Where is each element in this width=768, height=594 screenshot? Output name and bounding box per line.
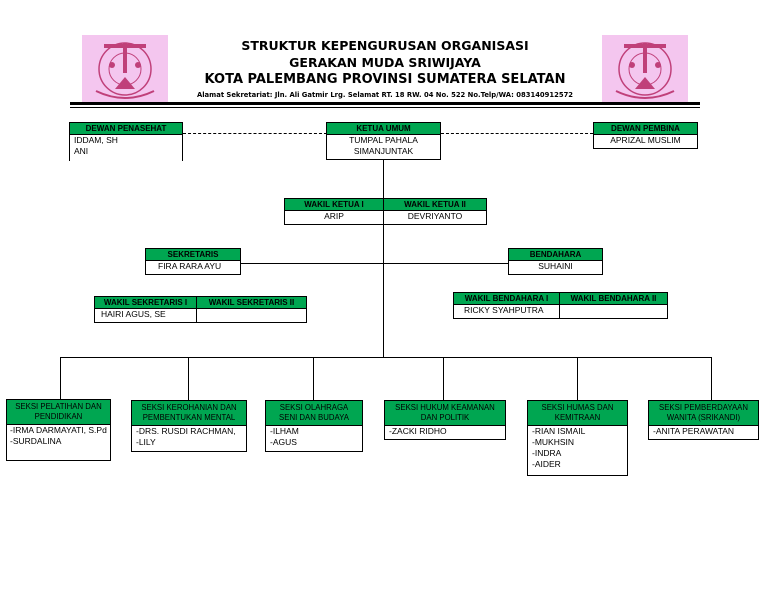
- node-ketua-umum: KETUA UMUM TUMPAL PAHALA SIMANJUNTAK: [326, 122, 441, 160]
- member-name: -DRS. RUSDI RACHMAN,: [136, 426, 236, 436]
- address-line: Alamat Sekretariat: Jln. Ali Gatmir Lrg.…: [196, 91, 574, 99]
- node-members: HAIRI AGUS, SE: [94, 309, 197, 323]
- node-dewan-penasehat: DEWAN PENASEHAT IDDAM, SH ANI: [69, 122, 183, 161]
- node-title: KETUA UMUM: [326, 122, 441, 135]
- header-rule-thick: [70, 102, 700, 105]
- node-sekretaris: SEKRETARIS FIRA RARA AYU: [145, 248, 241, 275]
- node-bendahara: BENDAHARA SUHAINI: [508, 248, 603, 275]
- logo-left: [82, 35, 168, 103]
- member-name: -RIAN ISMAIL: [532, 426, 586, 436]
- node-members: IDDAM, SH ANI: [69, 135, 183, 161]
- node-title: WAKIL KETUA II: [383, 198, 487, 211]
- node-wakil-sekretaris-1: WAKIL SEKRETARIS I HAIRI AGUS, SE: [94, 296, 197, 323]
- connector-seksi-3: [313, 357, 314, 400]
- member-name: SIMANJUNTAK: [353, 146, 414, 156]
- organization-emblem-icon: [95, 42, 155, 99]
- node-seksi-kerohanian: SEKSI KEROHANIAN DAN PEMBENTUKAN MENTAL …: [131, 400, 247, 452]
- member-name: -INDRA: [532, 448, 562, 458]
- organization-emblem-icon: [615, 42, 675, 99]
- member-name: APRIZAL MUSLIM: [610, 135, 681, 145]
- member-name: DEVRIYANTO: [407, 211, 463, 221]
- member-name: -AIDER: [532, 459, 561, 469]
- node-members: -IRMA DARMAYATI, S.Pd -SURDALINA: [6, 425, 111, 461]
- node-seksi-humas: SEKSI HUMAS DAN KEMITRAAN -RIAN ISMAIL -…: [527, 400, 628, 476]
- connector-pembina: [441, 133, 593, 134]
- node-members: SUHAINI: [508, 261, 603, 275]
- member-name: -ILHAM: [270, 426, 299, 436]
- logo-right: [602, 35, 688, 103]
- title-line-1: STRUKTUR KEPENGURUSAN ORGANISASI: [241, 38, 529, 53]
- node-wakil-bendahara-2: WAKIL BENDAHARA II: [559, 292, 668, 319]
- member-name: -SURDALINA: [10, 436, 62, 446]
- node-title: SEKSI HUMAS DAN KEMITRAAN: [527, 400, 628, 426]
- node-members: -ANITA PERAWATAN: [648, 426, 759, 440]
- node-seksi-hukum: SEKSI HUKUM KEAMANAN DAN POLITIK -ZACKI …: [384, 400, 506, 440]
- node-title: SEKSI PELATIHAN DAN PENDIDIKAN: [6, 399, 111, 425]
- node-members: DEVRIYANTO: [383, 211, 487, 225]
- node-members: TUMPAL PAHALA SIMANJUNTAK: [326, 135, 441, 160]
- member-name: SUHAINI: [538, 261, 573, 271]
- node-wakil-sekretaris-2: WAKIL SEKRETARIS II: [196, 296, 307, 323]
- node-members: APRIZAL MUSLIM: [593, 135, 698, 149]
- node-members: FIRA RARA AYU: [145, 261, 241, 275]
- node-title: WAKIL KETUA I: [284, 198, 384, 211]
- connector-seksi-4: [443, 357, 444, 400]
- node-members: [196, 309, 307, 323]
- node-seksi-pemberdayaan: SEKSI PEMBERDAYAAN WANITA (SRIKANDI) -AN…: [648, 400, 759, 440]
- member-name: -LILY: [136, 437, 156, 447]
- member-name: RICKY SYAHPUTRA: [464, 305, 544, 315]
- node-wakil-ketua-2: WAKIL KETUA II DEVRIYANTO: [383, 198, 487, 225]
- connector-seksi-bar: [60, 357, 711, 358]
- member-name: -ZACKI RIDHO: [389, 426, 447, 436]
- node-title: SEKSI PEMBERDAYAAN WANITA (SRIKANDI): [648, 400, 759, 426]
- node-members: -ZACKI RIDHO: [384, 426, 506, 440]
- node-title: WAKIL BENDAHARA I: [453, 292, 560, 305]
- node-title: WAKIL SEKRETARIS I: [94, 296, 197, 309]
- node-title: SEKSI KEROHANIAN DAN PEMBENTUKAN MENTAL: [131, 400, 247, 426]
- node-members: ARIP: [284, 211, 384, 225]
- node-wakil-ketua-1: WAKIL KETUA I ARIP: [284, 198, 384, 225]
- node-members: RICKY SYAHPUTRA: [453, 305, 560, 319]
- node-title: SEKSI HUKUM KEAMANAN DAN POLITIK: [384, 400, 506, 426]
- title-line-3: KOTA PALEMBANG PROVINSI SUMATERA SELATAN: [204, 72, 566, 87]
- member-name: -ANITA PERAWATAN: [653, 426, 735, 436]
- header-rule-thin: [70, 107, 700, 108]
- connector-seksi-5: [577, 357, 578, 400]
- member-name: ANI: [74, 146, 89, 156]
- member-name: FIRA RARA AYU: [158, 261, 222, 271]
- connector-seksi-1: [60, 357, 61, 399]
- node-seksi-olahraga: SEKSI OLAHRAGA SENI DAN BUDAYA -ILHAM -A…: [265, 400, 363, 452]
- node-title: BENDAHARA: [508, 248, 603, 261]
- node-title: DEWAN PENASEHAT: [69, 122, 183, 135]
- node-members: -RIAN ISMAIL -MUKHSIN -INDRA -AIDER: [527, 426, 628, 476]
- connector-main-vertical: [383, 160, 384, 358]
- connector-seksi-6: [711, 357, 712, 400]
- node-title: WAKIL SEKRETARIS II: [196, 296, 307, 309]
- member-name: TUMPAL PAHALA: [349, 135, 418, 145]
- node-members: -DRS. RUSDI RACHMAN, -LILY: [131, 426, 247, 452]
- connector-penasehat: [183, 133, 327, 134]
- node-title: SEKRETARIS: [145, 248, 241, 261]
- connector-sekretaris-bendahara: [240, 263, 508, 264]
- member-name: ARIP: [324, 211, 344, 221]
- node-dewan-pembina: DEWAN PEMBINA APRIZAL MUSLIM: [593, 122, 698, 149]
- node-members: -ILHAM -AGUS: [265, 426, 363, 452]
- member-name: -AGUS: [270, 437, 297, 447]
- member-name: HAIRI AGUS, SE: [101, 309, 166, 319]
- title-line-2: GERAKAN MUDA SRIWIJAYA: [289, 55, 481, 70]
- node-wakil-bendahara-1: WAKIL BENDAHARA I RICKY SYAHPUTRA: [453, 292, 560, 319]
- node-title: SEKSI OLAHRAGA SENI DAN BUDAYA: [265, 400, 363, 426]
- node-title: WAKIL BENDAHARA II: [559, 292, 668, 305]
- member-name: -MUKHSIN: [532, 437, 575, 447]
- node-seksi-pelatihan: SEKSI PELATIHAN DAN PENDIDIKAN -IRMA DAR…: [6, 399, 111, 461]
- member-name: IDDAM, SH: [74, 135, 118, 145]
- node-members: [559, 305, 668, 319]
- member-name: -IRMA DARMAYATI, S.Pd: [10, 425, 107, 435]
- connector-seksi-2: [188, 357, 189, 400]
- node-title: DEWAN PEMBINA: [593, 122, 698, 135]
